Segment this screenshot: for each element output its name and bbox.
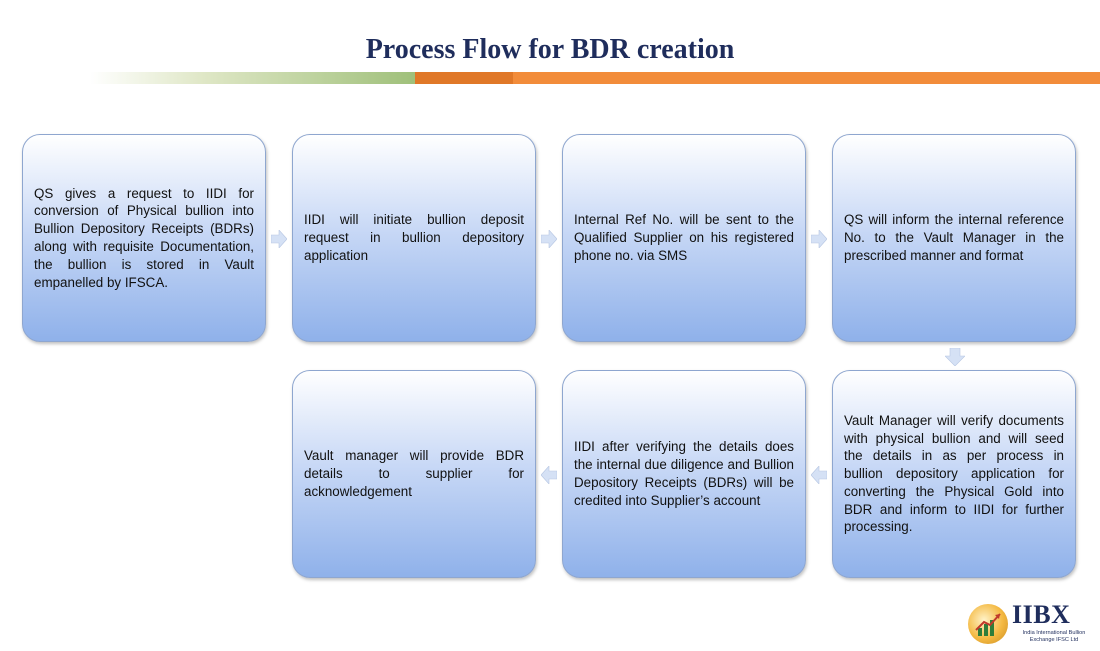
header-divider-green [90, 72, 415, 84]
step-4-box: QS will inform the internal reference No… [832, 134, 1076, 342]
arrow-down-icon [945, 348, 965, 366]
step-3-text: Internal Ref No. will be sent to the Qua… [574, 212, 794, 263]
header-divider-orange [513, 72, 1100, 84]
step-1-box: QS gives a request to IIDI for conversio… [22, 134, 266, 342]
arrow-left-icon [811, 466, 827, 484]
arrow-right-icon [271, 230, 287, 248]
step-6-box: IIDI after verifying the details does th… [562, 370, 806, 578]
step-3-box: Internal Ref No. will be sent to the Qua… [562, 134, 806, 342]
step-4-text: QS will inform the internal reference No… [844, 212, 1064, 263]
step-2-text: IIDI will initiate bullion deposit reque… [304, 212, 524, 263]
step-5-box: Vault Manager will verify documents with… [832, 370, 1076, 578]
step-6-text: IIDI after verifying the details does th… [574, 439, 794, 508]
step-7-text: Vault manager will provide BDR details t… [304, 448, 524, 499]
logo-emblem-icon [968, 604, 1008, 644]
step-7-box: Vault manager will provide BDR details t… [292, 370, 536, 578]
header-divider-dark-orange [415, 72, 513, 84]
step-1-text: QS gives a request to IIDI for conversio… [34, 185, 254, 290]
step-2-box: IIDI will initiate bullion deposit reque… [292, 134, 536, 342]
page-title: Process Flow for BDR creation [365, 34, 735, 65]
logo-subtitle: India International Bullion Exchange IFS… [1022, 630, 1086, 643]
arrow-left-icon [541, 466, 557, 484]
logo-name: IIBX [1012, 600, 1071, 629]
step-5-text: Vault Manager will verify documents with… [844, 412, 1064, 535]
arrow-right-icon [811, 230, 827, 248]
iibx-logo: IIBX India International Bullion Exchang… [968, 600, 1096, 648]
arrow-right-icon [541, 230, 557, 248]
